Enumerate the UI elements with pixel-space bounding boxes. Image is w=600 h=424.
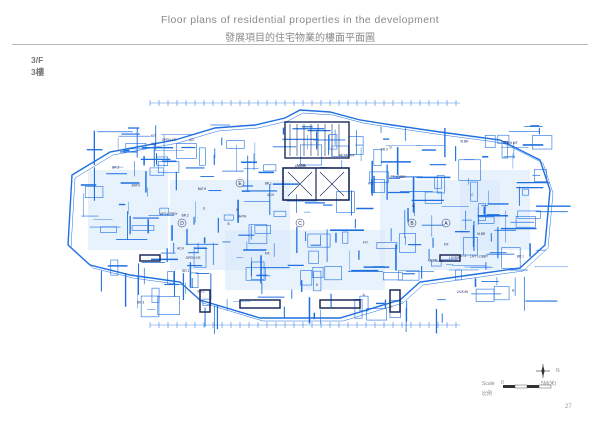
- north-label: N: [556, 368, 560, 374]
- svg-text:D: D: [316, 283, 319, 287]
- svg-text:F.R.: F.R.: [363, 240, 369, 244]
- page-number: 27: [565, 404, 572, 410]
- svg-text:E: E: [238, 181, 242, 187]
- svg-text:LIV/DIN: LIV/DIN: [295, 164, 307, 168]
- scale-start: 0: [501, 380, 504, 386]
- svg-text:E: E: [203, 206, 205, 210]
- title-divider: [12, 44, 588, 45]
- svg-text:METAL A/F: METAL A/F: [428, 259, 444, 263]
- svg-text:BR.2: BR.2: [182, 213, 189, 217]
- svg-text:F.R.: F.R.: [265, 252, 271, 256]
- svg-text:BATH: BATH: [132, 184, 141, 188]
- svg-text:LIV/DIN: LIV/DIN: [449, 256, 461, 260]
- svg-text:OPEN KIT.: OPEN KIT.: [186, 256, 202, 260]
- svg-text:BR.3: BR.3: [381, 148, 388, 152]
- plan-fill-layer: [88, 170, 530, 290]
- svg-text:LIV/DIN: LIV/DIN: [457, 290, 469, 294]
- svg-text:BATH: BATH: [198, 187, 207, 191]
- svg-text:BR.3: BR.3: [137, 300, 144, 304]
- svg-text:E: E: [236, 208, 238, 212]
- north-arrow-icon: [536, 364, 550, 378]
- svg-text:A/C: A/C: [368, 181, 374, 185]
- svg-text:ACH: ACH: [267, 193, 274, 197]
- scale-label-en: Scale: [482, 381, 495, 387]
- svg-text:BR.1: BR.1: [182, 269, 189, 273]
- svg-text:KIT.: KIT.: [151, 142, 157, 146]
- page-title-en: Floor plans of residential properties in…: [160, 14, 440, 26]
- svg-text:BR.1: BR.1: [265, 182, 272, 186]
- svg-text:BR.1: BR.1: [517, 254, 524, 258]
- svg-text:M.BR: M.BR: [461, 139, 470, 143]
- svg-text:A: A: [363, 293, 366, 297]
- svg-text:BATH: BATH: [238, 215, 247, 219]
- svg-text:LIFT LOBBY: LIFT LOBBY: [388, 175, 407, 179]
- svg-text:OPEN KIT.: OPEN KIT.: [503, 141, 519, 145]
- page-title-zh: 發展項目的住宅物業的樓面平面圖: [225, 33, 375, 44]
- svg-text:M.BR: M.BR: [297, 164, 306, 168]
- svg-text:LIFT LOBBY: LIFT LOBBY: [160, 212, 179, 216]
- svg-text:KIT.: KIT.: [151, 134, 157, 138]
- svg-text:BR.3: BR.3: [112, 166, 119, 170]
- svg-text:METAL A/F: METAL A/F: [339, 154, 355, 158]
- floor-label-zh: 3樓: [31, 67, 45, 77]
- scale-end: 5M(米): [541, 381, 557, 387]
- svg-text:A: A: [444, 221, 448, 227]
- svg-text:D: D: [390, 145, 393, 149]
- svg-text:B: B: [410, 221, 414, 227]
- svg-text:OPEN KIT.: OPEN KIT.: [162, 138, 178, 142]
- svg-text:M.BR: M.BR: [477, 232, 486, 236]
- svg-text:D: D: [180, 221, 184, 227]
- svg-text:B: B: [228, 222, 230, 226]
- svg-text:A/C: A/C: [189, 138, 195, 142]
- svg-text:A: A: [412, 204, 415, 208]
- svg-text:BR.2: BR.2: [197, 289, 204, 293]
- svg-text:LIFT LOBBY: LIFT LOBBY: [470, 255, 489, 259]
- svg-text:KIT.: KIT.: [444, 242, 450, 246]
- plan-line-layer: [67, 100, 571, 335]
- floor-label-en: 3/F: [31, 55, 44, 65]
- svg-text:C: C: [471, 193, 474, 197]
- svg-text:B: B: [512, 288, 514, 292]
- svg-text:ACH: ACH: [177, 246, 184, 250]
- svg-text:C: C: [298, 221, 302, 227]
- scale-label-zh: 比例: [482, 391, 493, 397]
- scale-bar: [503, 384, 552, 389]
- svg-text:BR.2: BR.2: [459, 254, 466, 258]
- svg-text:C: C: [390, 305, 393, 309]
